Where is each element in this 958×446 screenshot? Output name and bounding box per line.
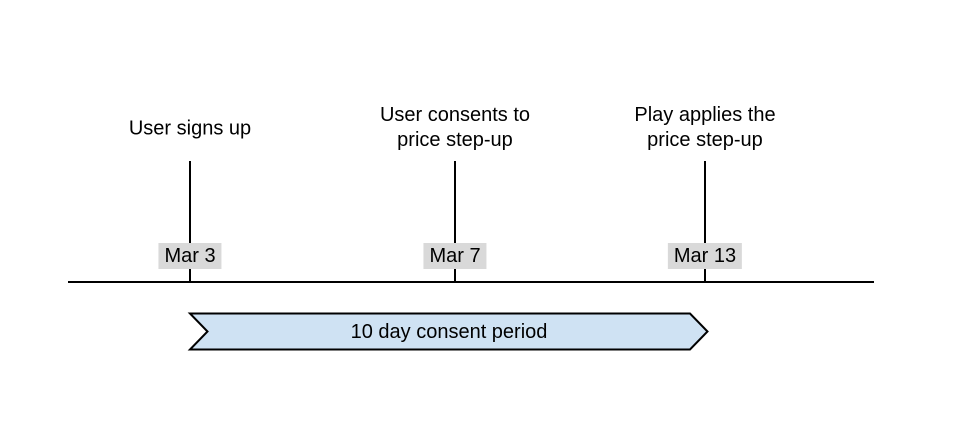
consent-period-banner-label: 10 day consent period — [350, 321, 548, 343]
date-badge-mar3: Mar 3 — [158, 243, 222, 269]
date-badge-mar7: Mar 7 — [423, 243, 487, 269]
event-label-play-applies: Play applies the price step-up — [634, 104, 776, 151]
consent-period-banner-shape — [187, 312, 709, 351]
event-label-user-consents: User consents to price step-up — [379, 104, 531, 151]
date-badge-mar13: Mar 13 — [667, 243, 743, 269]
event-label-user-signs-up: User signs up — [128, 117, 252, 140]
